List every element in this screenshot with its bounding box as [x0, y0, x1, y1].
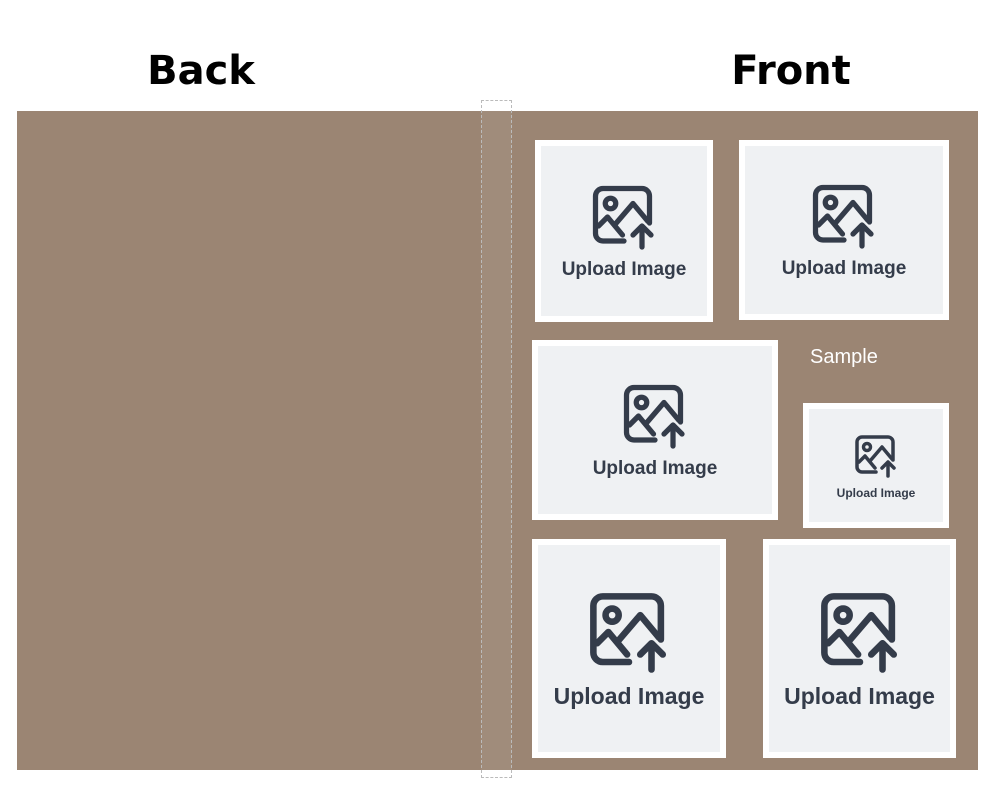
sample-label: Sample [810, 346, 878, 368]
upload-image-slot[interactable]: Upload Image [739, 140, 949, 320]
upload-image-label: Upload Image [592, 458, 718, 479]
upload-area[interactable]: Upload Image [541, 146, 707, 316]
image-upload-icon [584, 587, 674, 677]
image-upload-icon [588, 181, 660, 253]
image-upload-icon [815, 587, 905, 677]
upload-image-label: Upload Image [784, 683, 935, 709]
upload-image-slot[interactable]: Upload Image [535, 140, 713, 322]
upload-area[interactable]: Upload Image [769, 545, 950, 752]
upload-image-label: Upload Image [836, 485, 916, 500]
book-spine [481, 100, 512, 778]
upload-image-slot[interactable]: Upload Image [803, 403, 949, 528]
image-upload-icon [852, 432, 900, 480]
upload-image-label: Upload Image [561, 259, 687, 280]
upload-image-slot[interactable]: Upload Image [532, 539, 726, 758]
upload-image-slot[interactable]: Upload Image [763, 539, 956, 758]
upload-area[interactable]: Upload Image [538, 346, 772, 514]
upload-image-label: Upload Image [781, 258, 907, 279]
image-upload-icon [808, 180, 880, 252]
front-heading: Front [731, 48, 851, 94]
image-upload-icon [619, 380, 691, 452]
upload-area[interactable]: Upload Image [809, 409, 943, 522]
upload-image-label: Upload Image [553, 683, 705, 709]
back-heading: Back [147, 48, 255, 94]
upload-image-slot[interactable]: Upload Image [532, 340, 778, 520]
upload-area[interactable]: Upload Image [538, 545, 720, 752]
upload-area[interactable]: Upload Image [745, 146, 943, 314]
